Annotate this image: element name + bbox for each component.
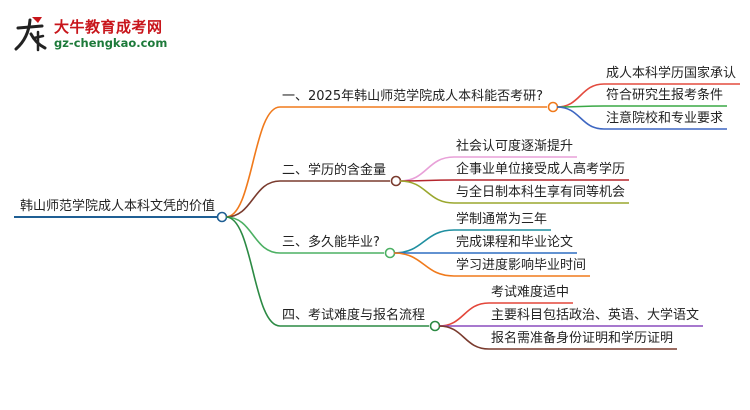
branch-2-child-2: 企事业单位接受成人高考学历 — [456, 162, 626, 177]
root-to-branch-1-connector — [225, 106, 281, 218]
branch-4-child-1-connector — [438, 302, 490, 327]
branch-1-label: 一、2025年韩山师范学院成人本科能否考研? — [282, 89, 543, 104]
root-node-circle — [216, 211, 228, 223]
brand-logo[interactable]: 大牛教育成考网 gz-chengkao.com — [12, 14, 182, 54]
brand-url: gz-chengkao.com — [54, 36, 168, 50]
branch-3-child-3: 学习进度影响毕业时间 — [456, 258, 587, 273]
branch-3-child-1: 学制通常为三年 — [456, 212, 548, 227]
root-to-branch-2-connector — [225, 180, 281, 218]
branch-2-node-circle — [390, 175, 402, 187]
branch-2-child-1: 社会认可度逐渐提升 — [456, 139, 574, 154]
branch-3-child-3-connector — [393, 252, 455, 277]
branch-3-child-1-connector — [393, 229, 455, 254]
branch-4-child-2: 主要科目包括政治、英语、大学语文 — [491, 308, 700, 323]
branch-1-child-2: 符合研究生报考条件 — [606, 88, 724, 103]
branch-4-child-3: 报名需准备身份证明和学历证明 — [491, 331, 674, 346]
root-to-branch-3-connector — [225, 216, 281, 254]
branch-1-child-1-connector — [556, 83, 605, 108]
branch-1-child-1: 成人本科学历国家承认 — [606, 66, 737, 81]
branch-1-child-3-connector — [556, 106, 605, 130]
branch-3-child-2: 完成课程和毕业论文 — [456, 235, 574, 250]
branch-2-child-3-connector — [399, 180, 455, 204]
branch-4-child-3-connector — [438, 325, 490, 350]
branch-2-label: 二、学历的含金量 — [282, 163, 387, 178]
root-node-label: 韩山师范学院成人本科文凭的价值 — [20, 199, 216, 214]
branch-4-label: 四、考试难度与报名流程 — [282, 308, 426, 323]
root-to-branch-4-connector — [225, 216, 281, 327]
branch-1-node-circle — [547, 101, 559, 113]
branch-4-child-1: 考试难度适中 — [491, 285, 570, 300]
branch-2-child-1-connector — [399, 156, 455, 182]
branch-1-child-3: 注意院校和专业要求 — [606, 111, 724, 126]
branch-3-node-circle — [384, 247, 396, 259]
branch-4-node-circle — [429, 320, 441, 332]
branch-2-child-3: 与全日制本科生享有同等机会 — [456, 185, 626, 200]
niu-character-logo-icon — [14, 17, 47, 52]
brand-name: 大牛教育成考网 — [54, 18, 163, 36]
branch-3-label: 三、多久能毕业? — [282, 235, 380, 250]
